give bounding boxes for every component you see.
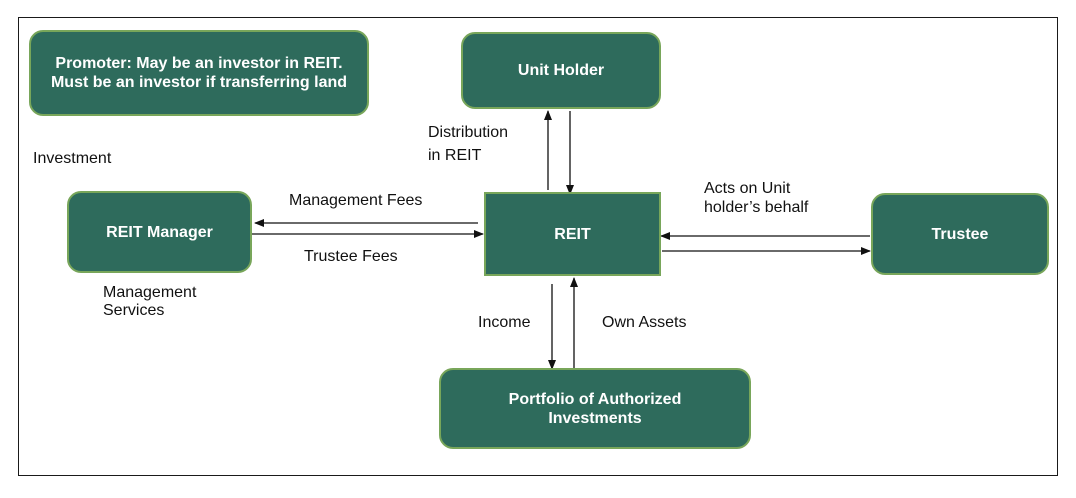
portfolio-node: Portfolio of Authorized Investments (439, 368, 751, 449)
income-label: Income (478, 314, 531, 331)
reit-manager-node: REIT Manager (67, 191, 252, 273)
reit-manager-label: REIT Manager (106, 223, 213, 241)
reit-label: REIT (554, 225, 591, 243)
portfolio-label: Portfolio of Authorized Investments (508, 390, 682, 427)
reit-node: REIT (484, 192, 661, 276)
unit-holder-label: Unit Holder (517, 62, 605, 79)
management-fees-label: Management Fees (289, 192, 423, 209)
acts-on-behalf-label-line2: holder’s behalf (704, 199, 809, 216)
promoter-label: Promoter: May be an investor in REIT. Mu… (50, 55, 348, 91)
promoter-node: Promoter: May be an investor in REIT. Mu… (29, 30, 369, 116)
acts-on-behalf-label-line1: Acts on Unit (704, 180, 791, 197)
investment-label: Investment (33, 150, 112, 167)
diagram-frame (18, 17, 1058, 476)
unit-holder-node: Unit Holder (461, 32, 661, 109)
distribution-label-line2: in REIT (428, 147, 482, 164)
trustee-label: Trustee (931, 225, 989, 243)
distribution-label-line1: Distribution (428, 124, 509, 141)
management-services-label-line1: Management (103, 284, 197, 301)
own-assets-label: Own Assets (602, 314, 687, 331)
management-services-label-line2: Services (103, 302, 165, 319)
trustee-fees-label: Trustee Fees (304, 248, 398, 265)
trustee-node: Trustee (871, 193, 1049, 275)
